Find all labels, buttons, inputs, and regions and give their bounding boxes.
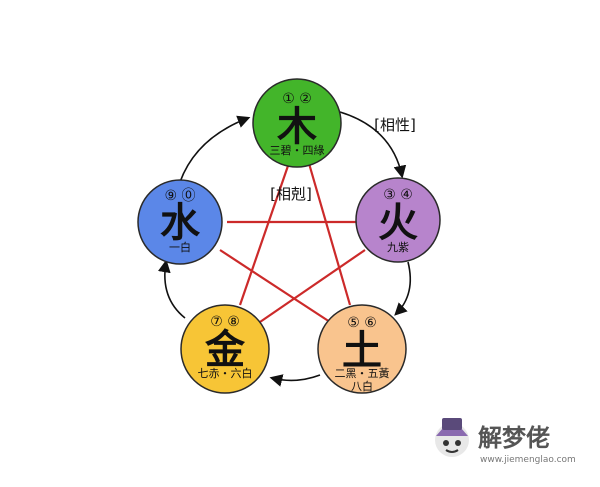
label-xiangke: [相剋] bbox=[270, 185, 312, 203]
earth-circle bbox=[317, 304, 407, 394]
fire-numbers: ③ ④ bbox=[383, 187, 413, 203]
watermark-url: www.jiemenglao.com bbox=[480, 455, 576, 465]
element-metal: ⑦ ⑧ 金 七赤・六白 bbox=[180, 304, 270, 394]
arrow-water-to-wood bbox=[179, 115, 251, 183]
earth-glyph: 土 bbox=[342, 327, 382, 374]
wood-circle bbox=[252, 78, 342, 168]
generating-cycle bbox=[158, 111, 412, 387]
metal-numbers: ⑦ ⑧ bbox=[210, 314, 240, 330]
water-subtext: 一白 bbox=[169, 240, 191, 254]
water-numbers: ⑨ ⓪ bbox=[164, 188, 195, 204]
metal-subtext: 七赤・六白 bbox=[198, 366, 253, 380]
star-line-wood-metal bbox=[238, 159, 292, 306]
watermark: 解梦佬 www.jiemenglao.com bbox=[435, 418, 576, 465]
metal-glyph: 金 bbox=[204, 326, 246, 373]
earth-numbers: ⑤ ⑥ bbox=[347, 315, 377, 331]
fire-circle bbox=[355, 177, 441, 263]
arrow-earth-to-metal bbox=[269, 374, 321, 387]
star-line-fire-metal bbox=[259, 249, 366, 323]
arrow-fire-to-earth bbox=[394, 261, 412, 316]
water-circle bbox=[137, 179, 223, 265]
label-xiangsheng: [相性] bbox=[374, 116, 416, 134]
watermark-logo-icon bbox=[435, 418, 469, 457]
star-line-water-earth bbox=[219, 249, 331, 323]
earth-subtext: 二黑・五黃 bbox=[335, 367, 390, 380]
arrow-metal-to-water bbox=[158, 259, 186, 319]
controlling-star bbox=[219, 159, 366, 323]
fire-subtext: 九紫 bbox=[387, 241, 409, 254]
water-glyph: 水 bbox=[160, 199, 201, 246]
wood-numbers: ① ② bbox=[282, 91, 312, 107]
element-earth: ⑤ ⑥ 土 二黑・五黃 八白 bbox=[317, 304, 407, 394]
element-fire: ③ ④ 火 九紫 bbox=[355, 177, 441, 263]
wood-glyph: 木 bbox=[277, 103, 317, 150]
metal-circle bbox=[180, 304, 270, 394]
star-line-wood-earth bbox=[306, 159, 352, 306]
fire-glyph: 火 bbox=[378, 199, 418, 246]
element-wood: ① ② 木 三碧・四綠 bbox=[252, 78, 342, 168]
arrow-wood-to-fire bbox=[339, 111, 407, 179]
watermark-title: 解梦佬 bbox=[478, 424, 550, 452]
element-water: ⑨ ⓪ 水 一白 bbox=[137, 179, 223, 265]
wood-subtext: 三碧・四綠 bbox=[270, 144, 325, 157]
earth-subtext-2: 八白 bbox=[351, 379, 373, 393]
